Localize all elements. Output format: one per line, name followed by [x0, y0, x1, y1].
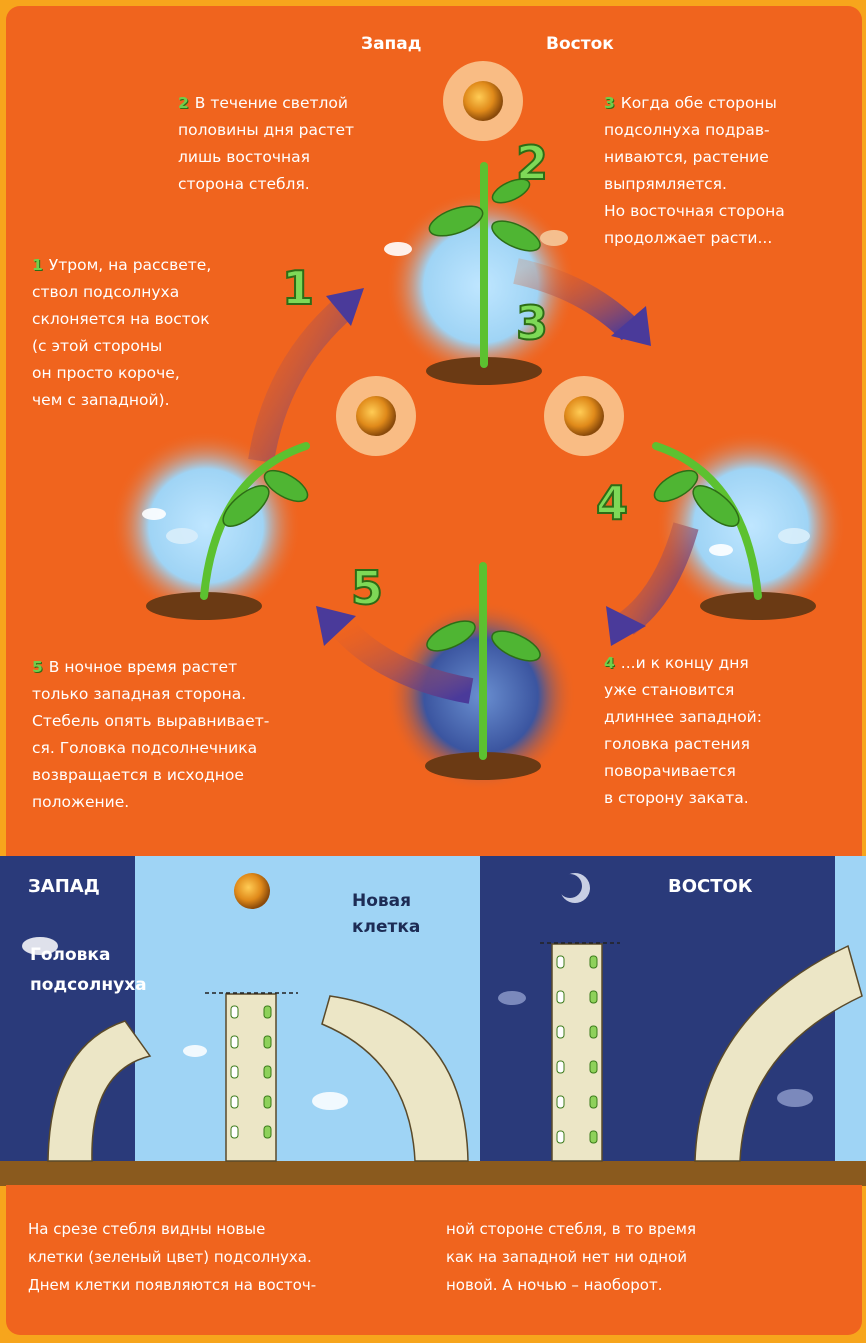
- diagram-number-5: 5: [351, 561, 383, 615]
- arrow-1: [261, 306, 346, 461]
- diagram-number-1: 1: [282, 261, 314, 315]
- diagram-number-2: 2: [516, 136, 548, 190]
- step-3-number: 3: [604, 90, 615, 117]
- sun-icon: [234, 873, 270, 909]
- cells-east-label: ВОСТОК: [668, 876, 753, 897]
- step-4-number: 4: [604, 650, 615, 677]
- header-west: Запад: [361, 34, 422, 54]
- step-5-number: 5: [32, 654, 43, 681]
- step-5-text: 5В ночное время растет только западная с…: [32, 654, 269, 816]
- step-2-number: 2: [178, 90, 189, 117]
- footer-text-col2: ной стороне стебля, в то время как на за…: [446, 1215, 696, 1299]
- diagram-number-3: 3: [516, 296, 548, 350]
- stem-cells-diagram: [0, 856, 866, 1186]
- step-1-number: 1: [32, 252, 43, 279]
- arrow-4: [626, 526, 686, 624]
- footer-panel: На срезе стебля видны новые клетки (зеле…: [6, 1185, 862, 1335]
- footer-text-col1: На срезе стебля видны новые клетки (зеле…: [28, 1215, 316, 1299]
- new-cell-label: Новая клетка: [352, 888, 420, 940]
- header-east: Восток: [546, 34, 614, 54]
- step-1-text: 1Утром, на рассвете, ствол подсолнуха ск…: [32, 252, 211, 414]
- step-4-text: 4...и к концу дня уже становится длиннее…: [604, 650, 762, 812]
- step-3-text: 3Когда обе стороны подсолнуха подрав- ни…: [604, 90, 785, 252]
- process-panel: Запад Восток 1 2 3 4 5 2В течение светло…: [6, 6, 862, 856]
- cells-west-label: ЗАПАД: [28, 876, 100, 897]
- step-2-text: 2В течение светлой половины дня растет л…: [178, 90, 354, 198]
- diagram-number-4: 4: [596, 476, 628, 530]
- head-label: Головка подсолнуха: [30, 940, 147, 1000]
